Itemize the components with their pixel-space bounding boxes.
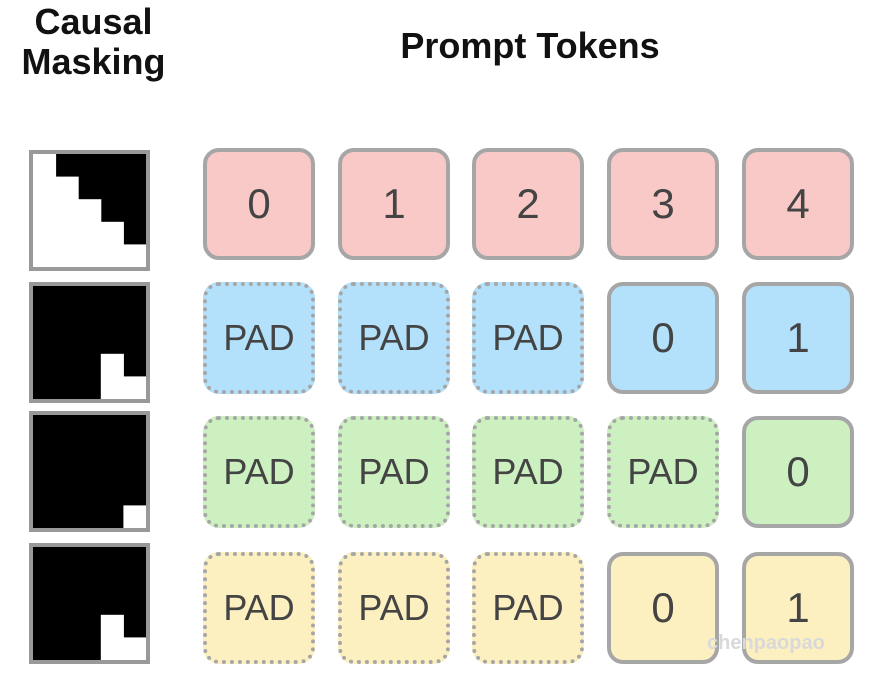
watermark: chenpaopao [707, 632, 825, 654]
pad-token: PAD [607, 416, 719, 528]
mask-cell-visible [78, 199, 102, 223]
pad-token: PAD [472, 282, 584, 394]
pad-token: PAD [203, 416, 315, 528]
mask-cell-visible [123, 505, 146, 528]
prompt-token: 0 [607, 282, 719, 394]
prompt-token: 4 [742, 148, 854, 260]
pad-token: PAD [472, 416, 584, 528]
mask-cell-visible [55, 221, 79, 245]
prompt-tokens-title: Prompt Tokens [400, 25, 660, 66]
causal-mask-3 [29, 543, 150, 664]
mask-cell-visible [100, 353, 124, 377]
mask-cell-visible [100, 637, 124, 660]
prompt-token: 3 [607, 148, 719, 260]
pad-token: PAD [338, 416, 450, 528]
prompt-token: 0 [607, 552, 719, 664]
causal-mask-2 [29, 411, 150, 532]
mask-cell-visible [33, 244, 57, 267]
prompt-token: 0 [742, 416, 854, 528]
causal-masking-title: Causal Masking [21, 1, 166, 82]
causal-mask-0 [29, 150, 150, 271]
prompt-token: 2 [472, 148, 584, 260]
mask-cell-visible [123, 637, 146, 660]
pad-token: PAD [338, 282, 450, 394]
mask-cell-visible [78, 221, 102, 245]
pad-token: PAD [338, 552, 450, 664]
mask-cell-visible [100, 614, 124, 638]
mask-cell-visible [100, 244, 124, 267]
mask-cell-visible [100, 221, 124, 245]
mask-cell-visible [33, 221, 57, 245]
prompt-token: 0 [203, 148, 315, 260]
mask-cell-visible [78, 244, 102, 267]
causal-mask-1 [29, 282, 150, 403]
pad-token: PAD [472, 552, 584, 664]
mask-cell-visible [33, 176, 57, 200]
mask-cell-visible [100, 376, 124, 399]
prompt-token: 1 [742, 282, 854, 394]
prompt-token: 1 [338, 148, 450, 260]
pad-token: PAD [203, 282, 315, 394]
mask-cell-visible [123, 244, 146, 267]
mask-cell-visible [55, 199, 79, 223]
prompt-token: 1 [742, 552, 854, 664]
pad-token: PAD [203, 552, 315, 664]
mask-cell-visible [123, 376, 146, 399]
mask-cell-visible [33, 199, 57, 223]
mask-cell-visible [55, 244, 79, 267]
mask-cell-visible [33, 154, 57, 178]
mask-cell-visible [55, 176, 79, 200]
